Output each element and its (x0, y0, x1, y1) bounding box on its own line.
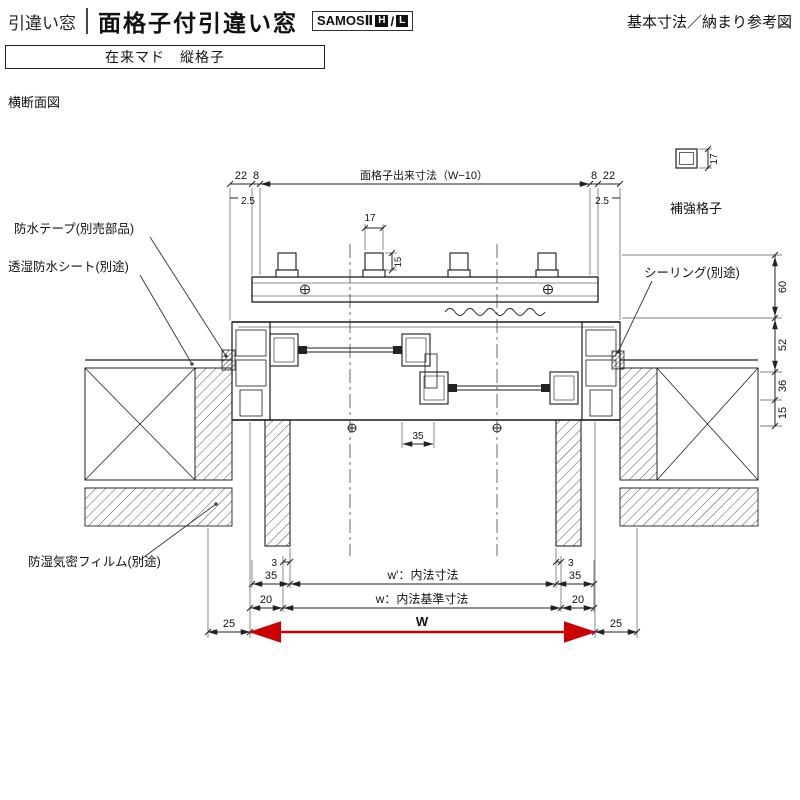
dim-bottom-left-3: 3 (271, 558, 277, 569)
dim-bottom-right-20: 20 (572, 594, 584, 606)
callout-breathable-sheet: 透湿防水シート(別途) (8, 259, 194, 366)
callout-moisture-film: 防湿気密フィルム(別途) (28, 502, 218, 569)
breathable-sheet-label: 透湿防水シート(別途) (8, 259, 129, 274)
dim-standard-width-label: w：内法基準寸法 (375, 591, 469, 606)
dim-right-52: 52 (777, 339, 789, 351)
sealing-block (611, 350, 625, 370)
moisture-film-label: 防湿気密フィルム(別途) (28, 554, 161, 569)
right-wall-section (619, 359, 759, 527)
bottom-dimension-chains: 3 3 35 w'：内法寸法 35 20 w：内法基準寸法 20 25 W 25 (204, 422, 641, 643)
meeting-stile-dimension: 35 (401, 422, 435, 448)
callout-waterproof-tape: 防水テープ(別売部品) (14, 221, 228, 358)
view-label: 横断面図 (8, 95, 61, 110)
top-dimension-chain: 22 8 面格子出来寸法（W−10） 8 22 2.5 2.5 (226, 168, 624, 320)
dim-right-15: 15 (777, 407, 789, 419)
dim-top-right-2-5: 2.5 (595, 196, 609, 207)
dim-overall-width-label: W (416, 614, 429, 629)
dim-top-left-8: 8 (253, 170, 259, 182)
dim-inner-width-label: w'：内法寸法 (387, 568, 459, 582)
dim-bottom-right-3: 3 (568, 558, 574, 569)
centerlines (349, 244, 498, 556)
dim-bottom-right-35: 35 (569, 570, 581, 582)
left-interior-post (264, 419, 291, 547)
mesh-zigzag (444, 308, 546, 316)
dim-top-left-2-5: 2.5 (241, 196, 255, 207)
grille-bar-dimensions: 17 15 (361, 213, 404, 274)
dim-bottom-left-25: 25 (223, 618, 235, 630)
interior-sash-section (419, 353, 579, 405)
series-name: SAMOSⅡ (317, 13, 374, 28)
page-title: 面格子付引違い窓 (98, 10, 298, 36)
screw-symbols (300, 284, 553, 433)
series-badge: SAMOSⅡ H / L (312, 11, 414, 31)
dim-grille-bar-17: 17 (364, 213, 376, 224)
dim-bottom-right-25: 25 (610, 618, 622, 630)
dim-top-right-8: 8 (591, 170, 597, 182)
dim-bottom-left-35: 35 (265, 570, 277, 582)
dim-right-60: 60 (777, 281, 789, 293)
dim-bottom-left-20: 20 (260, 594, 272, 606)
callout-sealing: シーリング(別途) (616, 265, 740, 354)
reinforced-grille-label: 補強格子 (670, 201, 722, 216)
grille-bar-sections (275, 252, 559, 278)
dim-grille-width: 面格子出来寸法（W−10） (360, 168, 488, 182)
subtype-box: 在来マド 縦格子 (5, 45, 325, 69)
series-l-mark: L (396, 15, 409, 27)
reference-note: 基本寸法／納まり参考図 (626, 13, 792, 31)
window-frame-section (231, 321, 621, 421)
reinforcement-grille-detail: 17 補強格子 (670, 145, 722, 216)
dim-mid-35: 35 (412, 431, 424, 442)
dim-top-left-22: 22 (235, 170, 247, 182)
series-separator: / (390, 13, 395, 29)
right-interior-post (555, 419, 582, 547)
series-h-mark: H (375, 15, 389, 27)
dim-detail-17: 17 (709, 153, 720, 165)
dim-grille-bar-15: 15 (393, 257, 404, 268)
face-grille-rail (251, 276, 599, 303)
title-divider (86, 8, 88, 34)
window-category: 引違い窓 (8, 13, 76, 33)
dim-right-36: 36 (777, 380, 789, 392)
page-header: 引違い窓 面格子付引違い窓 SAMOSⅡ H / L 基本寸法／納まり参考図 (8, 4, 792, 38)
left-wall-section (84, 359, 233, 527)
dim-top-right-22: 22 (603, 170, 615, 182)
sealing-label: シーリング(別途) (644, 265, 740, 280)
waterproof-tape-label: 防水テープ(別売部品) (14, 221, 134, 236)
right-dimension-chain: 60 52 36 15 (622, 251, 789, 430)
